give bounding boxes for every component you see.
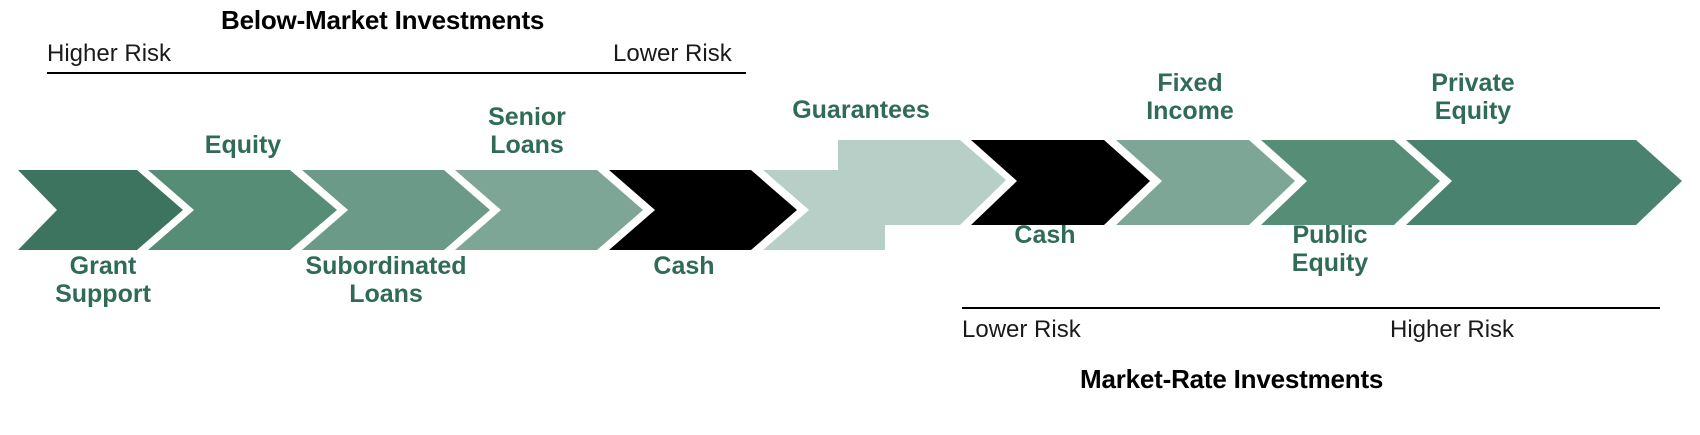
label-cash-below-market: Cash xyxy=(653,252,715,280)
chevron-private-equity[interactable] xyxy=(1406,140,1682,225)
chevron-guarantees[interactable] xyxy=(763,140,1006,250)
label-cash-market-rate: Cash xyxy=(1014,221,1076,249)
label-equity: Equity xyxy=(204,131,282,159)
chevron-cash-market-rate[interactable] xyxy=(971,140,1150,225)
top-axis-rule xyxy=(47,72,746,74)
bottom-left-risk-label: Lower Risk xyxy=(962,316,1081,343)
chevron-senior-loans[interactable] xyxy=(455,170,643,250)
top-left-risk-label: Higher Risk xyxy=(47,40,172,67)
chevron-grant-support[interactable] xyxy=(18,170,183,250)
label-subordinated-loans: Subordinated Loans xyxy=(305,252,467,308)
chevron-equity[interactable] xyxy=(148,170,337,250)
chevron-subordinated-loans[interactable] xyxy=(302,170,490,250)
bottom-right-risk-label: Higher Risk xyxy=(1390,316,1515,343)
label-fixed-income: Fixed Income xyxy=(1146,69,1234,125)
chevron-fixed-income[interactable] xyxy=(1116,140,1295,225)
market-rate-heading: Market-Rate Investments xyxy=(1080,364,1384,394)
chevron-cash-below-market[interactable] xyxy=(609,170,797,250)
label-private-equity: Private Equity xyxy=(1431,69,1515,125)
below-market-heading: Below-Market Investments xyxy=(221,5,545,35)
label-public-equity: Public Equity xyxy=(1291,221,1369,277)
chevron-public-equity[interactable] xyxy=(1261,140,1440,225)
label-grant-support: Grant Support xyxy=(55,252,151,308)
label-guarantees: Guarantees xyxy=(792,96,930,124)
top-right-risk-label: Lower Risk xyxy=(613,40,732,67)
bottom-axis-rule xyxy=(962,307,1660,309)
label-senior-loans: Senior Loans xyxy=(488,103,566,159)
